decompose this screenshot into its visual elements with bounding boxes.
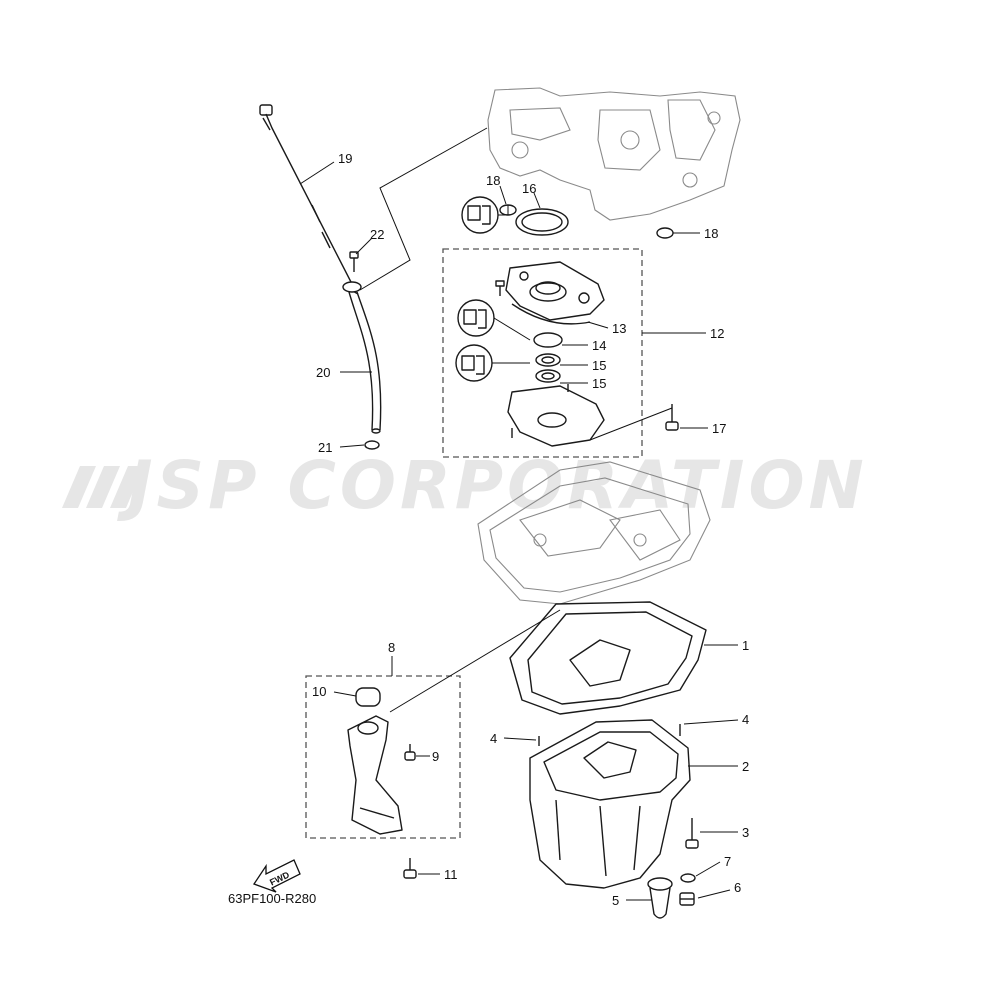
gasket-13: [511, 303, 591, 325]
sealant-icon-2: [457, 299, 495, 337]
callout-22: 22: [370, 227, 384, 242]
leader-13: [587, 321, 609, 329]
leader-6: [697, 889, 731, 899]
callout-5: 5: [612, 893, 619, 908]
leader-22: [355, 237, 373, 255]
callout-10: 10: [312, 684, 326, 699]
callout-12: 12: [710, 326, 724, 341]
leader-4-right: [683, 719, 739, 725]
bolt-11: [403, 858, 417, 879]
assembly-leader-line: [359, 127, 488, 291]
callout-4-left: 4: [490, 731, 497, 746]
callout-21: 21: [318, 440, 332, 455]
callout-7: 7: [724, 854, 731, 869]
reference-code: 63PF100-R280: [228, 891, 316, 906]
callout-9: 9: [432, 749, 439, 764]
watermark-logo-mark: [62, 466, 144, 508]
sealant-icon-1: [461, 196, 499, 234]
oil-pump-cover: [507, 384, 605, 447]
callout-13: 13: [612, 321, 626, 336]
callout-14: 14: [592, 338, 606, 353]
watermark: JSP CORPORATION: [62, 447, 868, 524]
callout-6: 6: [734, 880, 741, 895]
bearing-15-upper: [535, 353, 561, 367]
bolt-22: [349, 251, 359, 272]
oil-seal-16: [515, 208, 569, 236]
callout-18-right: 18: [704, 226, 718, 241]
bracket-line-b: [493, 317, 531, 341]
callout-1: 1: [742, 638, 749, 653]
washer-7: [680, 873, 696, 883]
dipstick-guide-tube: [342, 281, 382, 434]
leader-21: [339, 444, 365, 448]
dipstick: [259, 104, 353, 285]
callout-11: 11: [444, 867, 458, 882]
gasket-1: [509, 601, 707, 715]
oil-seal-14: [533, 332, 563, 348]
sealant-icon-3: [455, 344, 493, 382]
drain-plug-6: [679, 892, 695, 906]
leader-19: [299, 161, 335, 185]
o-ring-10: [355, 687, 381, 707]
oil-strainer: [347, 715, 403, 835]
callout-15-lower: 15: [592, 376, 606, 391]
oil-strainer-assembly-box: [305, 675, 461, 839]
leader-strainer-to-casing: [389, 609, 561, 713]
leader-assembly-to-bolt: [589, 407, 673, 441]
leader-16: [533, 192, 541, 209]
o-ring-21: [364, 440, 380, 450]
callout-15-upper: 15: [592, 358, 606, 373]
watermark-text: JSP CORPORATION: [117, 447, 868, 524]
o-ring-18-right: [656, 227, 674, 239]
oil-pump-housing: [495, 261, 605, 321]
callout-16: 16: [522, 181, 536, 196]
bracket-line-a: [498, 205, 509, 216]
leader-10: [333, 691, 357, 697]
upper-casing: [477, 461, 711, 605]
bolt-9: [404, 744, 416, 761]
leader-4-left: [503, 737, 537, 741]
callout-18-left: 18: [486, 173, 500, 188]
bolt-3: [685, 818, 699, 849]
oil-pan: [529, 719, 691, 889]
leader-18a: [499, 185, 507, 205]
callout-4-right: 4: [742, 712, 749, 727]
oil-pump-assembly-box: [442, 248, 643, 458]
leader-7: [695, 861, 721, 877]
fwd-arrow-icon: FWD: [253, 859, 301, 893]
callout-2: 2: [742, 759, 749, 774]
callout-8: 8: [388, 640, 395, 655]
power-head-block: [487, 87, 741, 221]
bearing-15-lower: [535, 369, 561, 383]
callout-17: 17: [712, 421, 726, 436]
callout-3: 3: [742, 825, 749, 840]
bolt-17: [665, 404, 679, 431]
drain-tube-5: [647, 877, 673, 919]
callout-20: 20: [316, 365, 330, 380]
callout-19: 19: [338, 151, 352, 166]
